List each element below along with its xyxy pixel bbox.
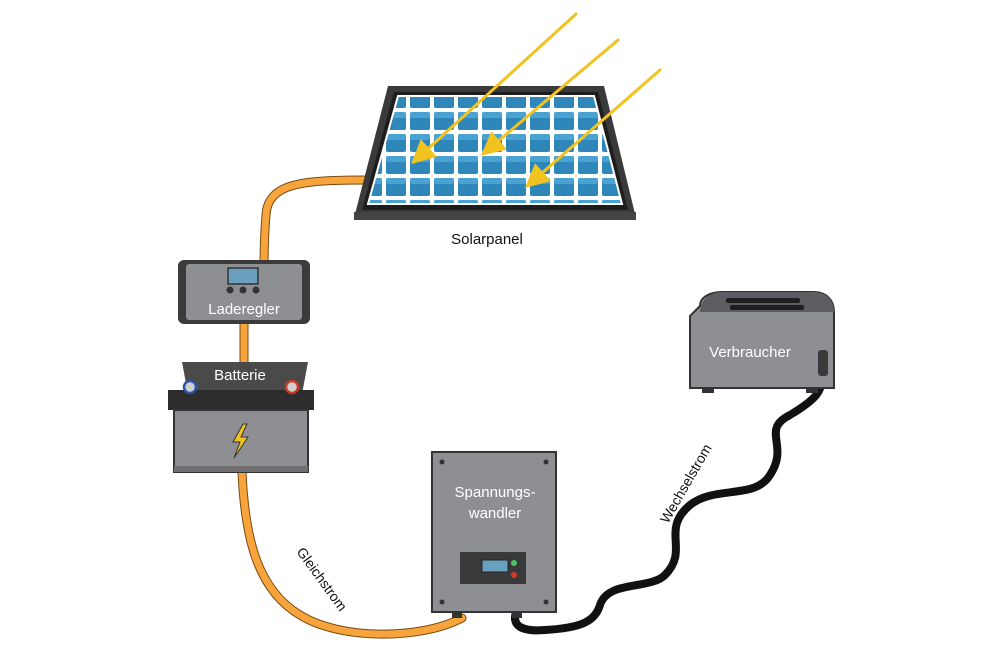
- inverter-label-line1: Spannungs-: [455, 484, 536, 501]
- inverter-display: [481, 559, 509, 573]
- charge-controller-label: Laderegler: [208, 301, 280, 318]
- dc-current-label: Gleichstrom: [294, 544, 351, 614]
- solar-panel: [354, 86, 636, 220]
- consumer-label: Verbraucher: [709, 344, 791, 361]
- dc-cable-battery-to-inverter: [237, 467, 467, 639]
- ac-cable-inverter-to-consumer: [511, 371, 826, 635]
- sun-ray-arrow-icon: [411, 12, 578, 165]
- lightning-icon: [232, 423, 249, 459]
- sun-ray-arrow-icon: [480, 38, 620, 156]
- inverter: Spannungs- wandler: [431, 451, 557, 618]
- dc-cables: [237, 175, 467, 639]
- battery-negative-terminal: [182, 379, 198, 395]
- solar-panel-label: Solarpanel: [451, 231, 523, 248]
- inverter-label-line2: wandler: [468, 505, 522, 522]
- sun-rays: [411, 12, 662, 188]
- battery-positive-terminal: [284, 379, 300, 395]
- consumer-toaster: Verbraucher: [689, 291, 835, 393]
- battery: Batterie: [168, 362, 314, 473]
- charge-controller: Laderegler: [178, 260, 310, 324]
- sun-ray-arrow-icon: [524, 68, 662, 188]
- battery-label: Batterie: [214, 367, 266, 384]
